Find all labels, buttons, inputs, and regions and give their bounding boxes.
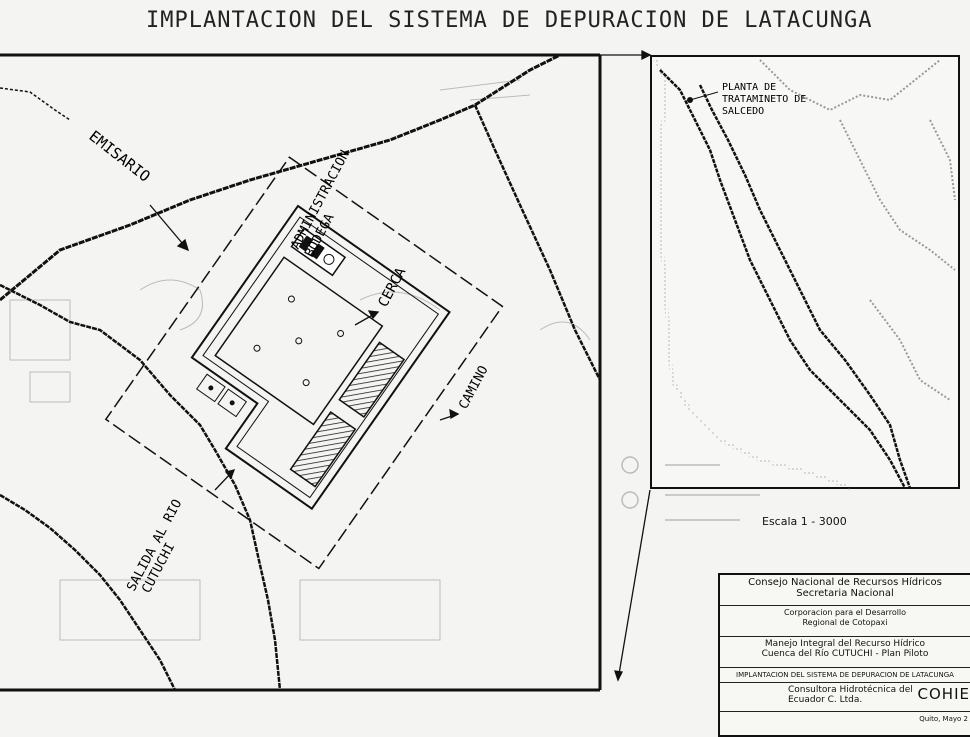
tb-corp-line1: Corporacion para el Desarrollo (783, 608, 907, 617)
drawing-canvas: EMISARIO ADMINISTRACION BODEGA CERCA CAM… (0, 49, 960, 692)
label-emisario: EMISARIO (86, 127, 154, 186)
treatment-plant (104, 156, 504, 570)
tb-project-line2: Cuenca del Río CUTUCHI - Plan Piloto (761, 649, 929, 659)
tb-project-line1: Manejo Integral del Recurso Hídrico (764, 639, 926, 649)
tb-corp-line2: Regional de Cotopaxi (802, 618, 888, 627)
drawing-title: IMPLANTACION DEL SISTEMA DE DEPURACION D… (146, 8, 873, 33)
title-block: Consejo Nacional de Recursos Hídricos Se… (718, 573, 970, 737)
lagoon-primary (214, 256, 384, 426)
drying-bed-1 (338, 341, 406, 418)
label-cerca: CERCA (375, 265, 409, 310)
background-marks (621, 456, 760, 521)
background-sketch (9, 79, 591, 641)
leader-arrows (149, 49, 652, 682)
map-label-line1: PLANTA DE (722, 82, 776, 93)
fence-cerca (104, 156, 504, 570)
tb-consultant-line1: Consultora Hidrotécnica del (788, 685, 913, 695)
tb-corporation: Corporacion para el Desarrollo Regional … (720, 606, 970, 637)
tb-org-line2: Secretaria Nacional (796, 588, 894, 599)
terrain-lines (0, 53, 602, 691)
tb-code: COHIE (917, 685, 970, 703)
location-map (650, 55, 960, 490)
tb-org-line1: Consejo Nacional de Recursos Hídricos (748, 577, 942, 588)
plant-outline (190, 204, 451, 511)
tb-organization: Consejo Nacional de Recursos Hídricos Se… (720, 575, 970, 606)
tb-date: Quito, Mayo 2 (919, 715, 968, 723)
map-label-line2: TRATAMINETO DE (722, 94, 806, 105)
tb-project: Manejo Integral del Recurso Hídrico Cuen… (720, 637, 970, 668)
plan-frame (0, 53, 602, 692)
tb-consultant-line2: Ecuador C. Ltda. (788, 695, 863, 705)
drying-bed-2 (289, 410, 357, 488)
map-label-line3: SALCEDO (722, 106, 764, 117)
tb-consultant: Consultora Hidrotécnica del Ecuador C. L… (720, 683, 970, 712)
tb-drawing-title: IMPLANTACION DEL SISTEMA DE DEPURACION D… (720, 668, 970, 683)
scale-label: Escala 1 - 3000 (762, 515, 847, 528)
label-camino: CAMINO (456, 363, 491, 412)
